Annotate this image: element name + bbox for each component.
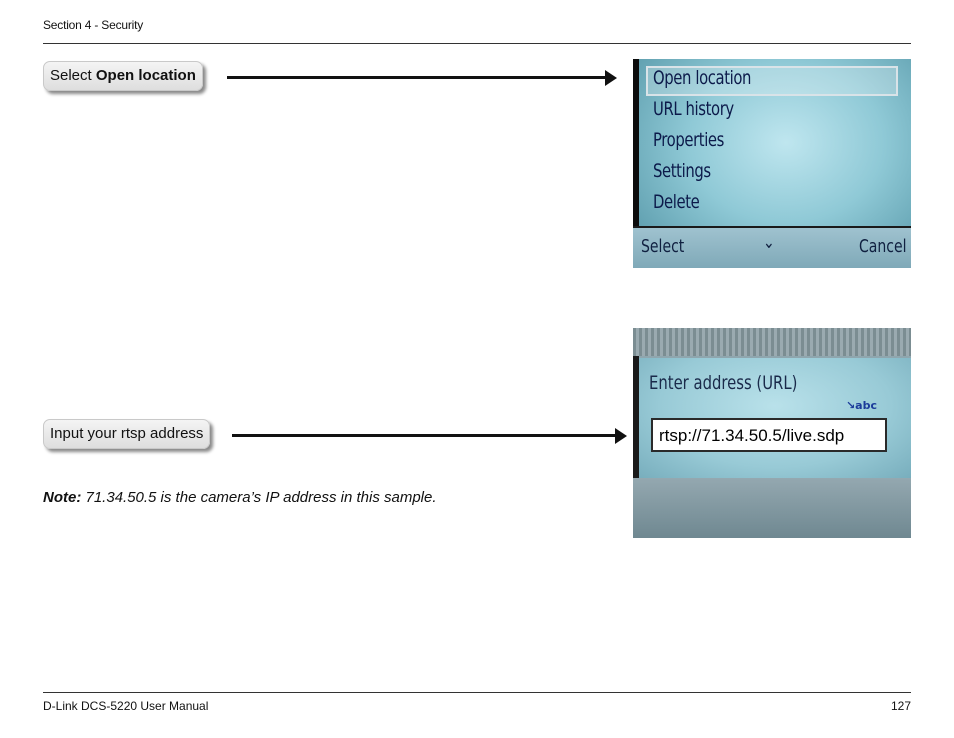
arrow-open-location xyxy=(227,76,607,79)
input-mode-indicator: ↘abc xyxy=(845,399,877,412)
callout-rtsp-address: Input your rtsp address xyxy=(43,419,211,449)
arrow-open-location-head xyxy=(605,70,617,86)
softkey-bar: Select ⌄ Cancel xyxy=(633,226,911,268)
note-text: 71.34.50.5 is the camera’s IP address in… xyxy=(81,489,437,506)
page-number: 127 xyxy=(890,699,911,713)
screen-edge xyxy=(633,356,639,538)
url-input-value: rtsp://71.34.50.5/live.sdp xyxy=(659,426,845,445)
menu-selection-highlight xyxy=(646,66,898,96)
arrow-rtsp-address-head xyxy=(615,428,627,444)
callout-open-location-bold: Open location xyxy=(95,67,196,84)
callout-rtsp-address-text: Input your rtsp address xyxy=(50,425,204,442)
note-label: Note: xyxy=(43,489,82,506)
note: Note: 71.34.50.5 is the camera’s IP addr… xyxy=(43,489,437,506)
menu-item-delete: Delete xyxy=(653,191,700,213)
phone-address-screenshot: Enter address (URL) ↘abc rtsp://71.34.50… xyxy=(633,328,911,538)
arrow-rtsp-address xyxy=(232,434,617,437)
softkey-cancel: Cancel xyxy=(859,236,907,257)
address-label: Enter address (URL) xyxy=(649,372,798,394)
menu-item-settings: Settings xyxy=(653,160,711,182)
screen-bottom-band xyxy=(633,478,911,538)
menu-item-open-location: Open location xyxy=(653,67,752,89)
softkey-select: Select xyxy=(641,236,685,257)
screen-edge xyxy=(633,59,639,268)
url-input-field: rtsp://71.34.50.5/live.sdp xyxy=(651,418,887,452)
chevron-down-icon: ⌄ xyxy=(763,232,775,253)
footer-manual-title: D-Link DCS-5220 User Manual xyxy=(43,699,209,713)
menu-item-properties: Properties xyxy=(653,129,725,151)
callout-open-location-prefix: Select xyxy=(50,67,96,84)
header-rule xyxy=(43,43,911,44)
phone-menu-screenshot: Open location URL history Properties Set… xyxy=(633,59,911,268)
callout-open-location: Select Open location xyxy=(43,61,203,91)
section-header: Section 4 - Security xyxy=(43,18,144,32)
menu-item-url-history: URL history xyxy=(653,98,734,120)
screen-top-band xyxy=(633,328,911,356)
footer-rule xyxy=(43,692,911,693)
